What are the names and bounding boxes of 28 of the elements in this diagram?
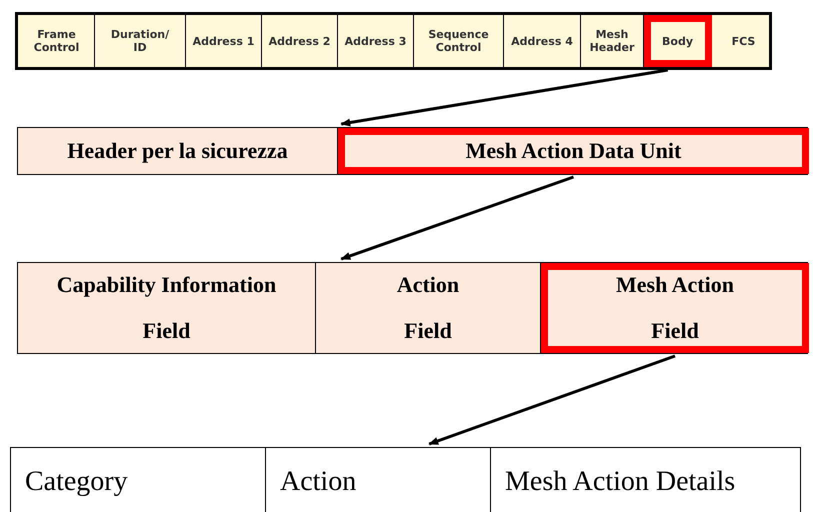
- frame-format-row: [15, 12, 772, 70]
- frame-format-row: [17, 262, 808, 354]
- field-name: Sequence Control: [427, 28, 490, 54]
- field-cell: [338, 128, 809, 174]
- field-name: Body: [662, 34, 693, 48]
- arrow: [340, 176, 574, 260]
- arrow: [340, 68, 668, 126]
- field-name: Mesh Header: [588, 28, 636, 54]
- field-name: Address 3: [344, 34, 406, 48]
- field-name: FCS: [732, 34, 756, 48]
- field-name: Address 2: [268, 34, 330, 48]
- field-cell: [644, 15, 712, 67]
- field-name: Category: [25, 466, 128, 498]
- arrow: [428, 354, 676, 446]
- field-name: Mesh Action Data Unit: [466, 137, 682, 165]
- field-name: Frame Control: [32, 28, 80, 54]
- field-name: Action: [280, 466, 356, 498]
- field-name: Address 1: [192, 34, 254, 48]
- field-name: Duration/ ID: [110, 28, 170, 54]
- frame-format-row: [10, 447, 801, 512]
- field-name: Action Field: [396, 271, 460, 345]
- field-name: Capability Information Field: [56, 271, 278, 345]
- field-name: Mesh Action Details: [505, 466, 736, 498]
- field-name: Header per la sicurezza: [67, 137, 288, 165]
- field-name: Mesh Action Field: [615, 271, 735, 345]
- frame-format-row: [17, 127, 808, 175]
- field-name: Address 4: [511, 34, 573, 48]
- field-cell: [541, 263, 809, 353]
